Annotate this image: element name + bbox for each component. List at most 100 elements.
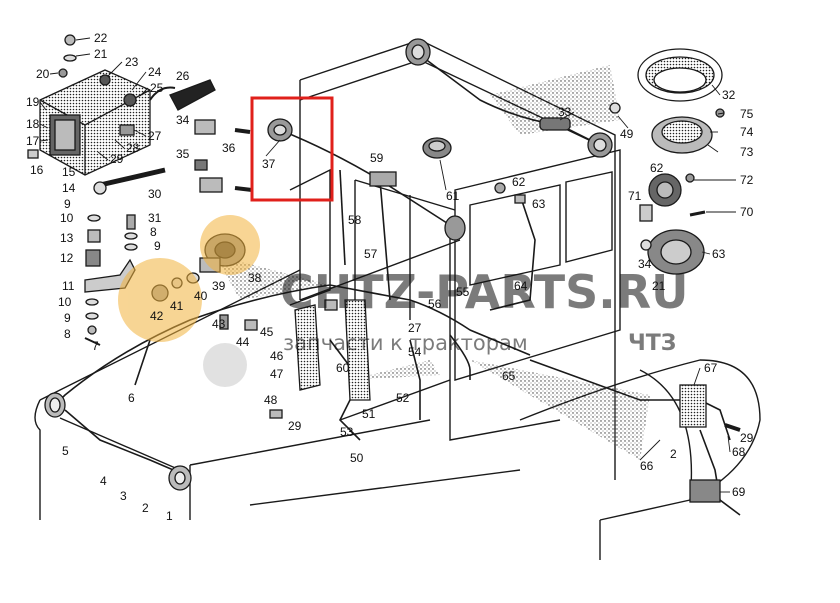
callout-52: 52 [396,391,410,405]
callout-9: 9 [64,197,71,211]
callout-72: 72 [740,173,754,187]
watermark-suffix: ЧТЗ [628,331,676,356]
callout-61: 61 [446,189,460,203]
callout-2: 2 [670,447,677,461]
callout-12: 12 [60,251,74,265]
cab-lamp [444,215,466,241]
callout-8: 8 [64,327,71,341]
callout-64: 64 [514,279,528,293]
front-lamp-left [44,392,66,418]
callout-34: 34 [176,113,190,127]
fuse-block [369,171,397,187]
gear-icon [118,215,260,387]
callout-20: 20 [36,67,50,81]
callout-44: 44 [236,335,250,349]
callout-75: 75 [740,107,754,121]
callout-4: 4 [100,474,107,488]
callout-58: 58 [348,213,362,227]
roof-lamp-left [267,118,293,142]
callout-29: 29 [110,152,124,166]
watermark-brand: CHTZ-PARTS.RU [280,265,688,319]
callout-56: 56 [428,297,442,311]
callout-51: 51 [362,407,376,421]
callout-39: 39 [212,279,226,293]
callout-2: 2 [142,501,149,515]
callout-63: 63 [712,247,726,261]
callout-59: 59 [370,151,384,165]
callout-50: 50 [350,451,364,465]
callout-73: 73 [740,145,754,159]
callout-23: 23 [125,55,139,69]
callout-11: 11 [62,279,75,293]
callout-67: 67 [704,361,718,375]
callout-8: 8 [150,225,157,239]
callout-7: 7 [92,339,99,353]
highlight-box-part-37 [250,96,334,202]
callout-9: 9 [64,311,71,325]
callout-37: 37 [262,157,276,171]
callout-55: 55 [456,285,470,299]
roof-lamp-front [405,38,431,66]
callout-63: 63 [532,197,546,211]
callout-45: 45 [260,325,274,339]
callout-18: 18 [26,117,40,131]
callout-28: 28 [126,141,140,155]
horn-body [648,173,682,207]
watermark: CHTZ-PARTS.RU запчасти к тракторам ЧТЗ [118,215,688,387]
callout-14: 14 [62,181,76,195]
callout-labels: 1 2 2 3 4 5 6 7 8 8 9 9 9 10 10 11 12 13… [26,31,754,523]
callout-46: 46 [270,349,284,363]
callout-6: 6 [128,391,135,405]
callout-21: 21 [652,279,666,293]
callout-22: 22 [94,31,108,45]
callout-68: 68 [732,445,746,459]
callout-26: 26 [176,69,190,83]
callout-69: 69 [732,485,746,499]
callout-1: 1 [166,509,173,523]
callout-38: 38 [248,271,262,285]
callout-41: 41 [170,299,184,313]
front-lamp-right [168,465,192,491]
callout-25: 25 [150,81,164,95]
callout-62: 62 [650,161,664,175]
callout-3: 3 [120,489,127,503]
callout-13: 13 [60,231,74,245]
callout-31: 31 [148,211,162,225]
battery-box [39,69,151,176]
callout-19: 19 [26,95,40,109]
watermark-tagline: запчасти к тракторам [283,331,528,355]
horn-ring [637,48,723,102]
callout-49: 49 [620,127,634,141]
callout-53: 53 [340,425,354,439]
callout-27: 27 [148,129,162,143]
callout-27: 27 [408,321,422,335]
wiring-harness [54,54,741,516]
callout-30: 30 [148,187,162,201]
callout-60: 60 [336,361,350,375]
callout-10: 10 [60,211,74,225]
callout-70: 70 [740,205,754,219]
leader-lines [39,37,736,493]
callout-9: 9 [154,239,161,253]
callout-65: 65 [502,369,516,383]
callout-47: 47 [270,367,284,381]
callout-35: 35 [176,147,190,161]
callout-48: 48 [264,393,278,407]
callout-5: 5 [62,444,69,458]
callout-54: 54 [408,345,422,359]
callout-16: 16 [30,163,44,177]
callout-74: 74 [740,125,754,139]
horn-cover [651,116,713,154]
callout-42: 42 [150,309,164,323]
callout-21: 21 [94,47,108,61]
callout-66: 66 [640,459,654,473]
roof-lamp-rear [587,132,613,158]
callout-40: 40 [194,289,208,303]
callout-62: 62 [512,175,526,189]
callout-29: 29 [288,419,302,433]
callout-29: 29 [740,431,754,445]
callout-15: 15 [62,165,76,179]
callout-10: 10 [58,295,72,309]
